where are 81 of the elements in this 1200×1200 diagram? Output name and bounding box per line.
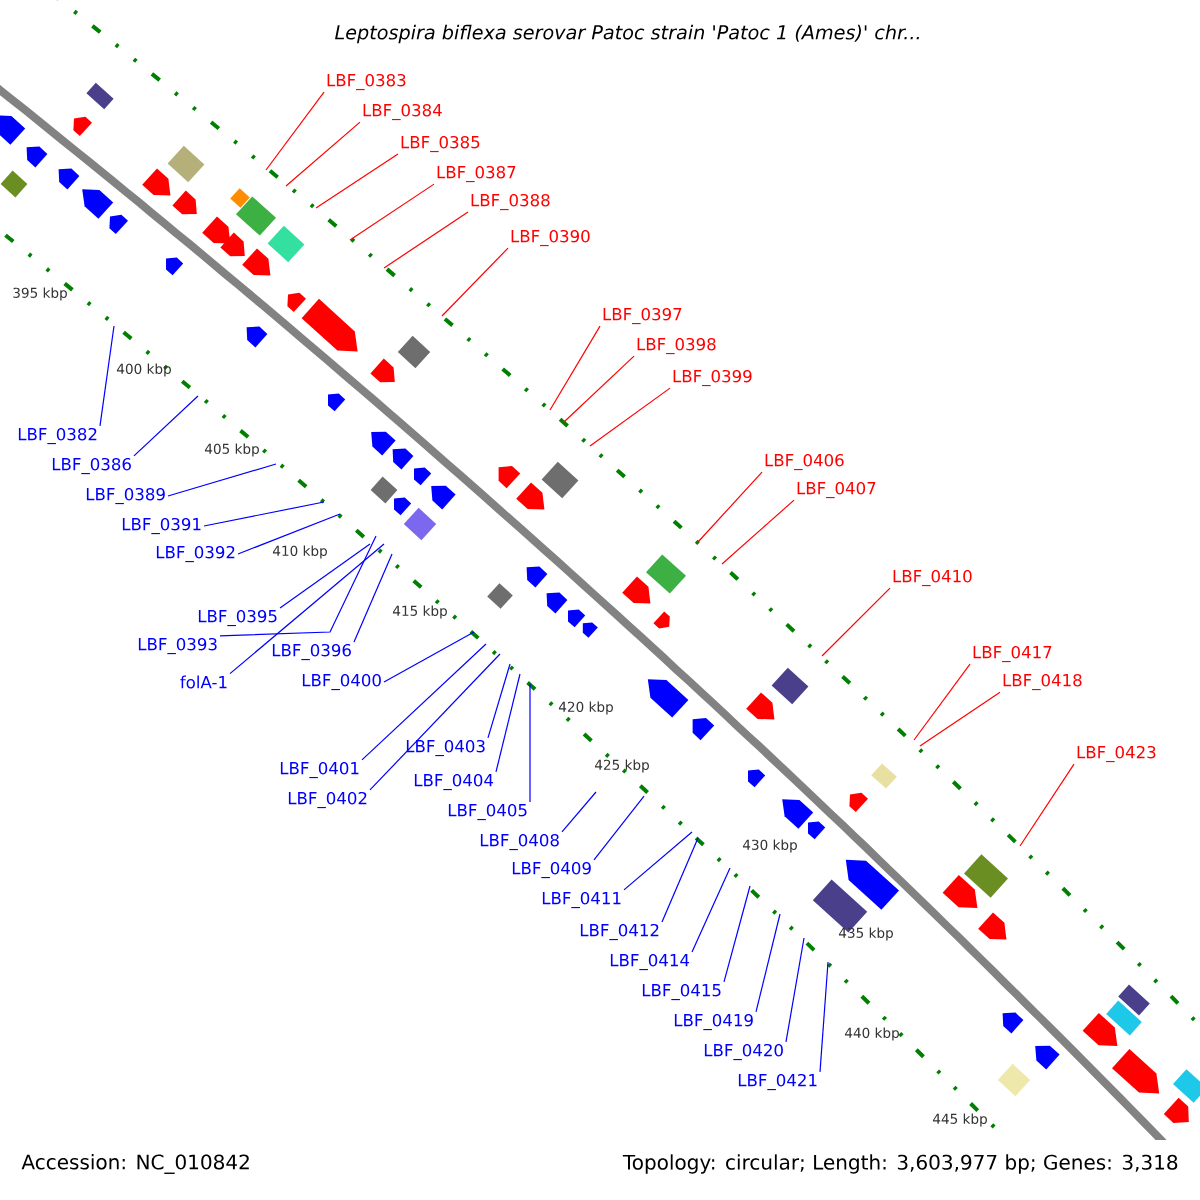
gene-label: LBF_0408 bbox=[480, 833, 559, 851]
gene-label: LBF_0389 bbox=[86, 487, 165, 505]
leader-line bbox=[495, 673, 521, 773]
gene-label: LBF_0387 bbox=[437, 165, 516, 183]
gene-label: LBF_0417 bbox=[973, 645, 1052, 663]
gene-label: LBF_0404 bbox=[414, 773, 494, 791]
leader-line bbox=[723, 885, 751, 983]
gene-label: LBF_0388 bbox=[471, 193, 550, 211]
gene-label: LBF_0397 bbox=[603, 307, 682, 325]
gene-label: LBF_0420 bbox=[704, 1043, 783, 1061]
gene-label: LBF_0401 bbox=[280, 761, 359, 779]
gene-label: LBF_0409 bbox=[512, 861, 591, 879]
gene-label: folA-1 bbox=[180, 675, 227, 689]
gene-label: LBF_0384 bbox=[363, 103, 442, 121]
leader-line bbox=[691, 867, 731, 953]
leader-line bbox=[99, 325, 115, 427]
gene-label: LBF_0390 bbox=[511, 229, 590, 247]
gene-label: LBF_0395 bbox=[198, 609, 277, 627]
gene-label: LBF_0414 bbox=[610, 953, 690, 971]
gene-label: LBF_0400 bbox=[302, 673, 381, 691]
gene-label: LBF_0399 bbox=[673, 369, 752, 387]
gene-label: LBF_0411 bbox=[542, 891, 621, 909]
gene-label: LBF_0398 bbox=[637, 337, 716, 355]
gene-label: LBF_0405 bbox=[448, 803, 527, 821]
leader-line bbox=[265, 91, 325, 171]
leader-line bbox=[203, 501, 325, 527]
leader-line bbox=[349, 183, 435, 241]
title: Leptospira biflexa serovar Patoc strain 'Patoc 1 (Ames)' chr... bbox=[335, 24, 919, 44]
gene-label: LBF_0382 bbox=[18, 427, 97, 445]
gene-label: LBF_0418 bbox=[1003, 673, 1082, 691]
leader-line bbox=[315, 153, 399, 209]
leader-line bbox=[785, 937, 805, 1043]
leader-line bbox=[919, 691, 1001, 747]
leader-line bbox=[487, 663, 511, 739]
gene-label: LBF_0391 bbox=[122, 517, 201, 535]
gene-label: LBF_0402 bbox=[288, 791, 367, 809]
leader-line bbox=[563, 355, 635, 423]
leader-line bbox=[219, 535, 377, 637]
leader-line bbox=[721, 499, 795, 565]
gene-label: LBF_0421 bbox=[738, 1073, 817, 1091]
leader-line bbox=[285, 121, 361, 187]
leader-line bbox=[697, 471, 763, 543]
leader-line bbox=[819, 961, 829, 1073]
leader-line bbox=[661, 837, 699, 923]
gene-label: LBF_0393 bbox=[138, 637, 217, 655]
gene-label: LBF_0415 bbox=[642, 983, 721, 1001]
gene-label: LBF_0423 bbox=[1077, 745, 1156, 763]
gene-label: LBF_0386 bbox=[52, 457, 131, 475]
accession-text: Accession: NC_010842 bbox=[21, 1154, 249, 1174]
leader-line bbox=[383, 631, 475, 683]
leader-line bbox=[441, 247, 509, 317]
leader-line bbox=[593, 795, 645, 861]
leader-line bbox=[1019, 763, 1075, 847]
leader-line bbox=[561, 791, 597, 833]
gene-label: LBF_0385 bbox=[401, 135, 480, 153]
leader-line bbox=[361, 643, 487, 761]
leader-line bbox=[383, 211, 469, 269]
leader-line bbox=[623, 831, 693, 891]
gene-label: LBF_0392 bbox=[156, 545, 235, 563]
gene-label: LBF_0410 bbox=[893, 569, 972, 587]
leader-line bbox=[589, 387, 671, 447]
leader-line bbox=[133, 395, 199, 457]
gene-label: LBF_0407 bbox=[797, 481, 876, 499]
leader-line bbox=[755, 913, 781, 1013]
leader-line bbox=[237, 513, 341, 555]
leader-line bbox=[353, 553, 393, 643]
gene-label: LBF_0383 bbox=[327, 73, 406, 91]
leader-line bbox=[549, 325, 601, 411]
gene-label: LBF_0412 bbox=[580, 923, 659, 941]
leader-line bbox=[229, 543, 385, 675]
leader-line bbox=[529, 683, 531, 803]
gene-label: LBF_0419 bbox=[674, 1013, 753, 1031]
gene-label: LBF_0403 bbox=[406, 739, 485, 757]
gene-label: LBF_0406 bbox=[765, 453, 844, 471]
leader-line bbox=[913, 663, 971, 741]
gene-label: LBF_0396 bbox=[272, 643, 351, 661]
topology-text: Topology: circular; Length: 3,603,977 bp; Genes: 3,318 bbox=[622, 1154, 1178, 1174]
leader-line bbox=[279, 543, 371, 609]
leader-line bbox=[167, 463, 277, 497]
leader-line bbox=[821, 587, 891, 657]
leader-line bbox=[369, 653, 501, 791]
